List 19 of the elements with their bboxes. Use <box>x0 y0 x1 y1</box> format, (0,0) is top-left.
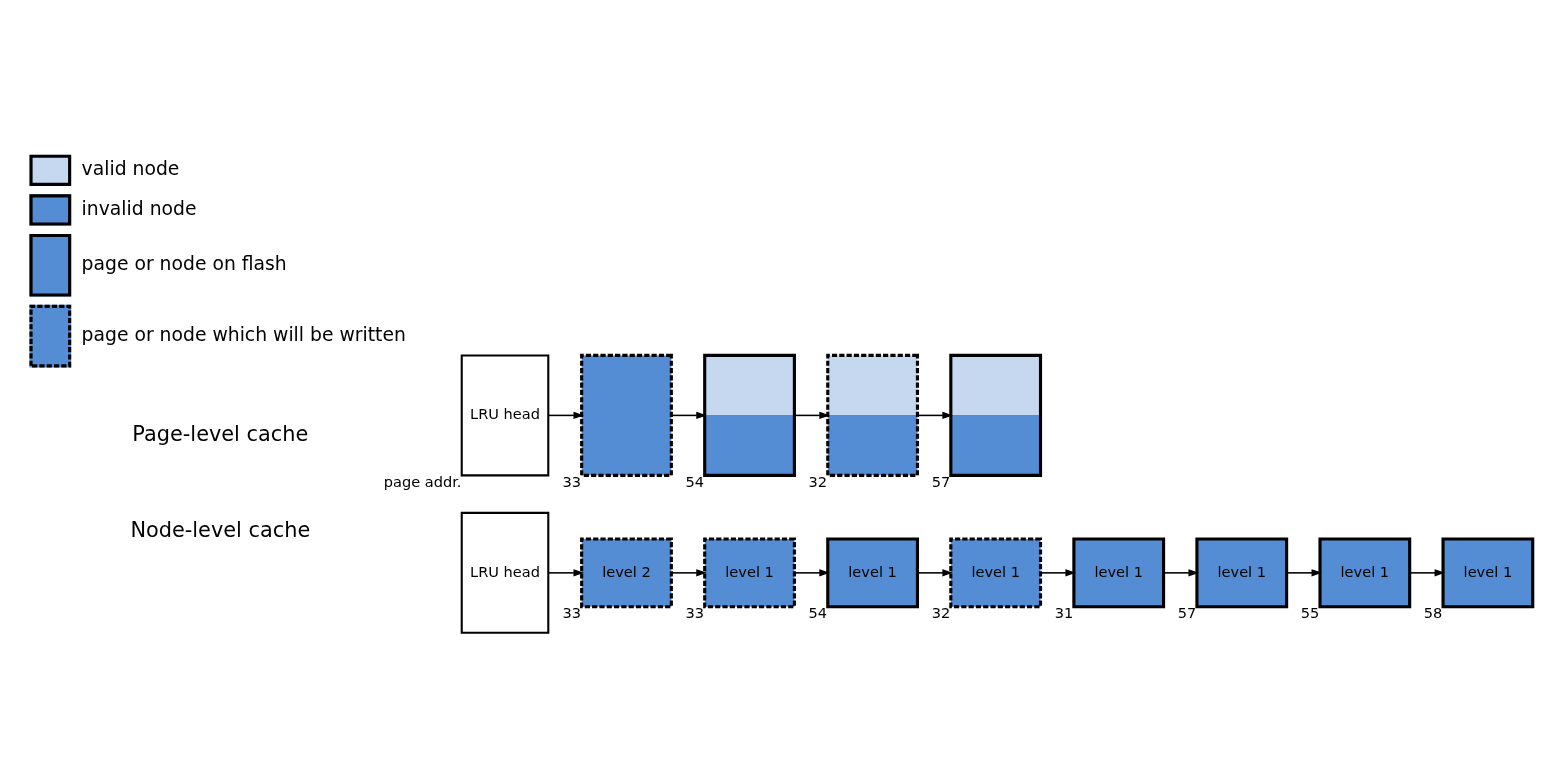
legend-label: page or node on flash <box>81 252 287 274</box>
node-label: 57 <box>1177 604 1197 622</box>
label: Node-level cache <box>130 518 311 543</box>
node-label: 33 <box>562 473 582 491</box>
node-label: 31 <box>1054 604 1074 622</box>
node-label: 58 <box>1423 604 1443 622</box>
node-label: 54 <box>808 604 828 622</box>
legend-label: invalid node <box>81 197 197 219</box>
legend-label: valid node <box>81 157 180 179</box>
legend-label: page or node which will be written <box>81 323 406 345</box>
node-label: 32 <box>931 604 951 622</box>
node-label: 55 <box>1300 604 1320 622</box>
node-label: 33 <box>685 604 705 622</box>
node-label: 32 <box>808 473 828 491</box>
node-label: 54 <box>685 473 705 491</box>
node-label: 33 <box>562 604 582 622</box>
node-label: page addr. <box>383 473 462 491</box>
node-label: 57 <box>931 473 951 491</box>
label: Page-level cache <box>132 422 309 447</box>
